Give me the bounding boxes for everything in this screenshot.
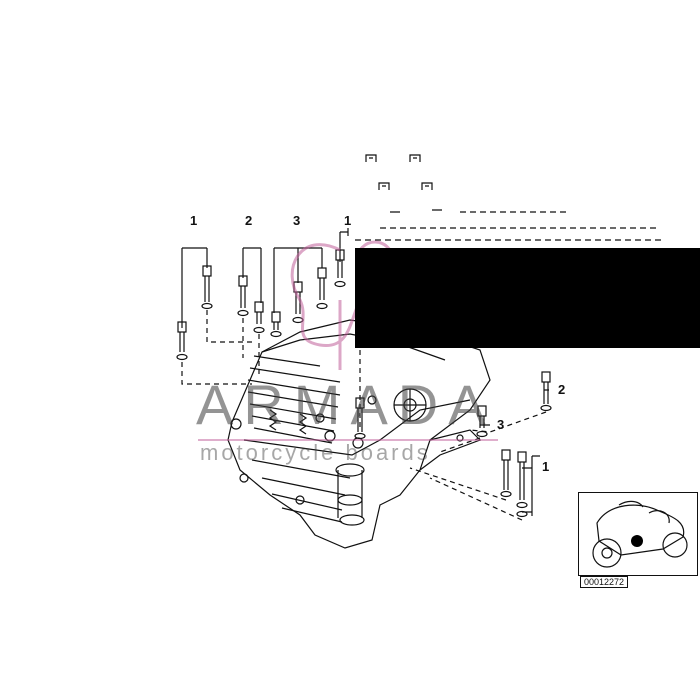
callout-label-1-left: 1	[190, 213, 198, 228]
callout-label-3-left: 3	[293, 213, 301, 228]
guide-lines-left	[181, 310, 260, 385]
watermark-subtitle: motorcycle boards	[200, 440, 431, 465]
callout-label-1-top: 1	[344, 213, 352, 228]
motorcycle-locator-thumbnail	[578, 492, 698, 576]
bolt-group-2	[237, 275, 265, 334]
thumbnail-reference-number: 00012272	[580, 576, 629, 588]
motorcycle-icon	[592, 500, 688, 568]
location-marker	[631, 535, 643, 547]
bolt-group-1	[176, 265, 213, 361]
bolt-group-right	[476, 371, 552, 518]
retaining-clips	[365, 154, 442, 213]
callout-label-2-right: 2	[558, 382, 566, 397]
watermark-title: ARMADA	[196, 373, 496, 436]
callout-label-3-right: 3	[497, 417, 505, 432]
callout-label-2-left: 2	[245, 213, 253, 228]
callout-leaders-left	[181, 231, 348, 328]
reference-lines	[355, 211, 665, 241]
guide-lines-right	[359, 350, 547, 521]
redaction-band	[355, 248, 700, 348]
callout-label-1-right: 1	[542, 459, 550, 474]
centre-bolt	[354, 397, 366, 440]
